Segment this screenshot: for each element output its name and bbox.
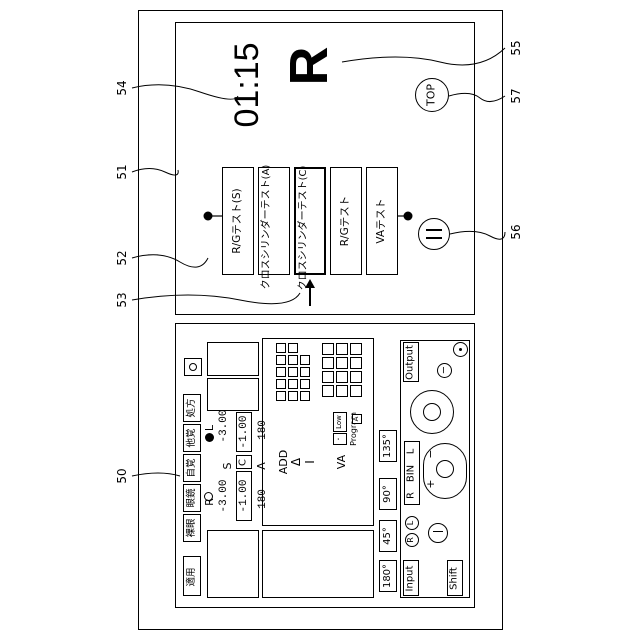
ref-numeral-53: 53 [116, 290, 128, 310]
ref-numeral-50: 50 [116, 466, 128, 486]
ref-numeral-51: 51 [116, 162, 128, 182]
ref-numeral-52: 52 [116, 248, 128, 268]
ref-numeral-55: 55 [510, 38, 522, 58]
ref-numeral-57: 57 [510, 86, 522, 106]
ref-numeral-56: 56 [510, 222, 522, 242]
ref-numeral-54: 54 [116, 78, 128, 98]
